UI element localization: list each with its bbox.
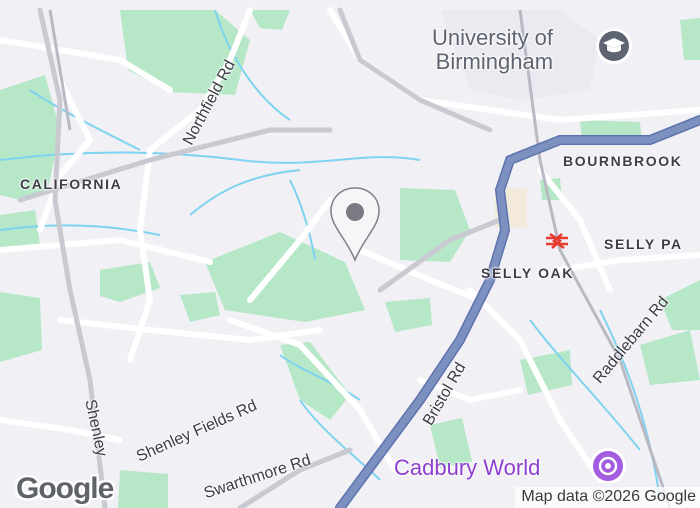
- area-label-california: CALIFORNIA: [20, 176, 123, 192]
- bristol-road-line: [335, 115, 700, 508]
- attraction-star-icon[interactable]: [588, 446, 628, 486]
- graduation-cap-icon[interactable]: [594, 26, 634, 66]
- poi-university-line2: Birmingham: [435, 49, 554, 74]
- area-label-bournbrook: BOURNBROOK: [563, 153, 683, 169]
- secondary-roads: [17, 7, 503, 508]
- area-label-selly-oak: SELLY OAK: [481, 265, 574, 281]
- poi-university-line1: University of: [432, 25, 554, 50]
- national-rail-icon[interactable]: [544, 232, 570, 250]
- poi-university-label[interactable]: University of Birmingham: [432, 26, 553, 74]
- map-attribution[interactable]: Map data ©2026 Google: [515, 487, 700, 508]
- park-areas: [0, 10, 700, 508]
- map-pin-icon[interactable]: [328, 186, 382, 262]
- poi-cadbury-label[interactable]: Cadbury World: [394, 455, 541, 480]
- area-label-selly-park: SELLY PA: [604, 236, 683, 252]
- google-logo: Google: [16, 472, 114, 505]
- rail-lines: [48, 9, 672, 508]
- minor-roads: [0, 7, 700, 483]
